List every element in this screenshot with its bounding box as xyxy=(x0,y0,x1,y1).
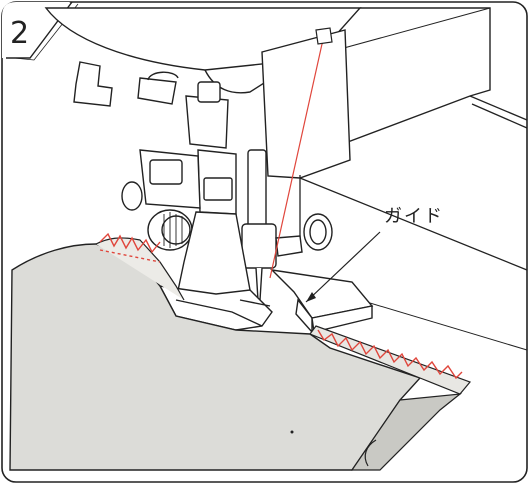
fabric xyxy=(9,237,472,471)
stitch-line-left xyxy=(99,249,161,263)
guide-callout: ガイド xyxy=(305,206,444,303)
zigzag-stitches xyxy=(99,232,463,380)
guide-leader-line xyxy=(305,231,381,303)
presser-foot-assembly xyxy=(121,149,273,331)
guide-label: ガイド xyxy=(384,206,444,227)
zigzag-stitch-left xyxy=(99,232,161,254)
needle-assembly xyxy=(241,149,333,301)
fabric-lower-layer xyxy=(350,393,462,471)
guide-plate xyxy=(270,268,374,334)
zigzag-stitch-right xyxy=(317,329,463,380)
thread-guide xyxy=(315,27,333,45)
fabric-fold-edge xyxy=(309,325,472,395)
machine-head xyxy=(44,7,491,179)
fabric-top-layer xyxy=(9,243,422,471)
step-number: 2 xyxy=(10,16,29,51)
